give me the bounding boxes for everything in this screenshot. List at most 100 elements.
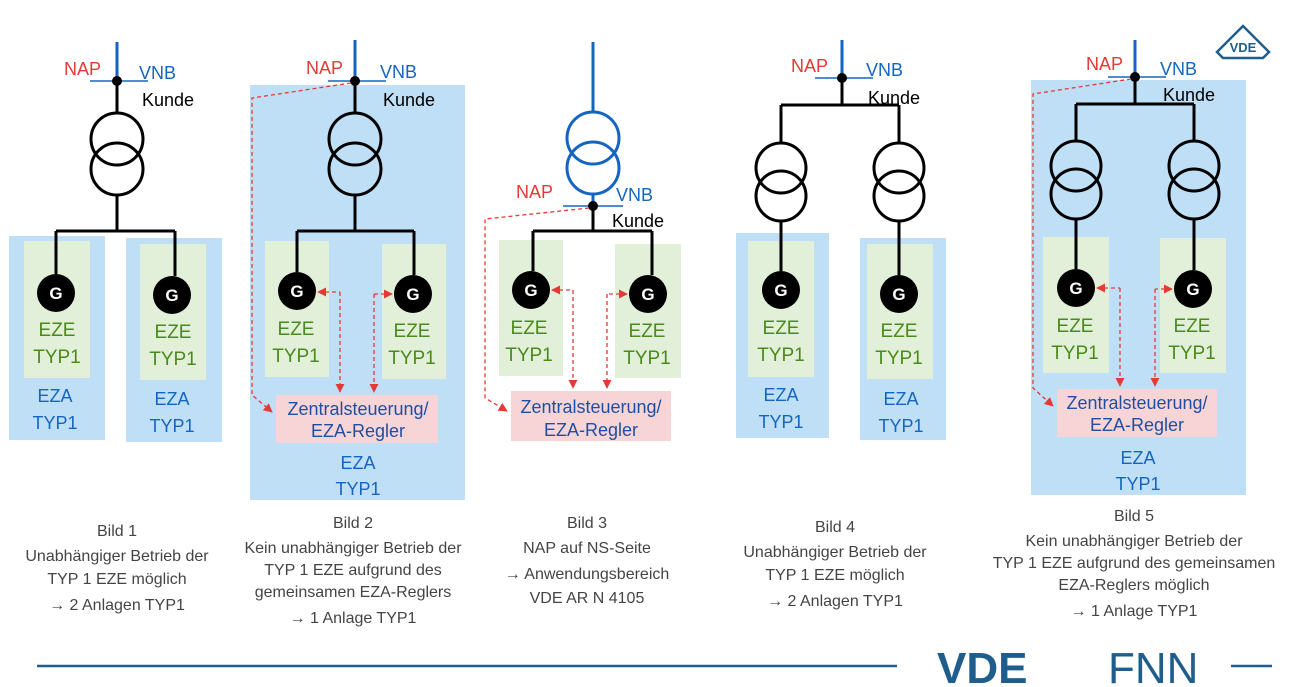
typ1-eza-label-5: TYP1 [1115, 474, 1160, 494]
caption-2: Bild 2 Kein unabhängiger Betrieb der TYP… [244, 515, 462, 627]
eze-label-3b: EZE [629, 321, 666, 342]
generator-5b [1174, 270, 1212, 308]
control-lines-5 [1032, 78, 1173, 407]
generator-3b [629, 275, 667, 313]
generator-2b [394, 275, 432, 313]
eze-label-5a: EZE [1057, 316, 1094, 337]
generator-3b-label: G [641, 285, 654, 304]
footer-brand-bold: VDE [937, 644, 1027, 687]
typ1-label-1b: TYP1 [149, 349, 197, 370]
nap-label-5: NAP [1086, 54, 1123, 74]
eza-label-1a: EZA [37, 386, 72, 406]
caption-4-line-4: → 2 Anlagen TYP1 [767, 593, 903, 610]
caption-1: Bild 1 Unabhängiger Betrieb der TYP 1 EZ… [25, 523, 209, 614]
caption-1-line-4: → 2 Anlagen TYP1 [49, 597, 185, 614]
eze-label-2a: EZE [278, 319, 315, 340]
caption-4: Bild 4 Unabhängiger Betrieb der TYP 1 EZ… [743, 519, 927, 610]
transformer-1 [89, 111, 145, 197]
bild-4-diagram: G G NAP VNB Kunde EZE TYP1 EZE TYP1 EZA … [736, 40, 946, 440]
ctrl-box-2 [276, 395, 438, 443]
caption-5-line-5: → 1 Anlage TYP1 [1071, 603, 1198, 620]
control-lines-2 [251, 82, 393, 413]
typ1-label-5b: TYP1 [1168, 343, 1216, 364]
typ1-label-4a: TYP1 [757, 345, 805, 366]
generator-2b-label: G [406, 285, 419, 304]
typ1-eza-label-2: TYP1 [335, 479, 380, 499]
typ1-eza-label-1a: TYP1 [32, 413, 77, 433]
nap-label-1: NAP [64, 59, 101, 79]
caption-5-line-1: Bild 5 [1114, 508, 1154, 525]
vnb-label-5: VNB [1160, 59, 1197, 79]
eza-label-4b: EZA [883, 389, 918, 409]
caption-2-line-3: TYP 1 EZE aufgrund des [264, 562, 442, 579]
eze-label-1b: EZE [155, 322, 192, 343]
kunde-label-1: Kunde [142, 90, 194, 110]
generator-5b-label: G [1186, 280, 1199, 299]
eze-label-4a: EZE [763, 318, 800, 339]
typ1-label-3b: TYP1 [623, 348, 671, 369]
caption-5-line-2: Kein unabhängiger Betrieb der [1025, 533, 1243, 550]
generator-2a-label: G [290, 282, 303, 301]
bild-5-diagram: G G NAP VNB Kunde EZE TYP1 EZE TYP1 Zent… [1031, 40, 1246, 495]
transformer-3 [565, 110, 621, 196]
kunde-label-5: Kunde [1163, 85, 1215, 105]
ctrl-box-3 [511, 391, 671, 441]
control-lines-3 [484, 207, 628, 412]
typ1-label-4b: TYP1 [875, 348, 923, 369]
typ1-label-3a: TYP1 [505, 345, 553, 366]
caption-4-line-1: Bild 4 [815, 519, 855, 536]
ctrl-label-5-line1: Zentralsteuerung/ [1066, 393, 1207, 413]
ctrl-box-5 [1057, 389, 1217, 437]
vnb-label-3: VNB [616, 185, 653, 205]
typ1-label-5a: TYP1 [1051, 343, 1099, 364]
typ1-label-1a: TYP1 [33, 347, 81, 368]
ctrl-label-2-line2: EZA-Regler [311, 421, 405, 441]
caption-2-line-1: Bild 2 [333, 515, 373, 532]
caption-4-line-2: Unabhängiger Betrieb der [743, 544, 927, 561]
ctrl-label-2-line1: Zentralsteuerung/ [287, 399, 428, 419]
nap-label-3: NAP [516, 182, 553, 202]
ctrl-label-3-line1: Zentralsteuerung/ [520, 397, 661, 417]
generator-2a [278, 272, 316, 310]
vde-seal-text: VDE [1230, 40, 1257, 55]
kunde-label-4: Kunde [868, 88, 920, 108]
bild-2-diagram: G G NAP VNB Kunde EZE TYP1 EZE TYP1 Zent… [250, 40, 465, 500]
typ1-eza-label-1b: TYP1 [149, 416, 194, 436]
caption-5-line-4: EZA-Reglers möglich [1058, 577, 1209, 594]
generator-4a-label: G [774, 281, 787, 300]
generator-4b [880, 275, 918, 313]
caption-1-line-1: Bild 1 [97, 523, 137, 540]
ctrl-label-5-line2: EZA-Regler [1090, 415, 1184, 435]
kunde-label-2: Kunde [383, 90, 435, 110]
generator-1a-label: G [49, 284, 62, 303]
generator-5a [1057, 269, 1095, 307]
bild-1-diagram: G G NAP VNB Kunde EZE TYP1 EZE TYP1 EZA … [9, 42, 222, 442]
eze-label-4b: EZE [881, 321, 918, 342]
nap-label-4: NAP [791, 56, 828, 76]
generator-3a [512, 271, 550, 309]
ctrl-label-3-line2: EZA-Regler [544, 420, 638, 440]
caption-4-line-3: TYP 1 EZE möglich [765, 567, 904, 584]
caption-2-line-4: gemeinsamen EZA-Reglers [255, 584, 452, 601]
caption-3-line-3: → Anwendungsbereich [505, 566, 670, 583]
caption-5: Bild 5 Kein unabhängiger Betrieb der TYP… [993, 508, 1276, 620]
vnb-label-1: VNB [139, 63, 176, 83]
caption-2-line-2: Kein unabhängiger Betrieb der [244, 540, 462, 557]
transformer-4a [754, 141, 808, 223]
typ1-eza-label-4b: TYP1 [878, 416, 923, 436]
vde-seal-logo: VDE [1215, 24, 1271, 60]
caption-1-line-3: TYP 1 EZE möglich [47, 571, 186, 588]
typ1-label-2a: TYP1 [272, 346, 320, 367]
vnb-label-2: VNB [380, 62, 417, 82]
bild-3-diagram: G G NAP VNB Kunde EZE TYP1 EZE TYP1 Zent… [484, 42, 681, 441]
eze-label-1a: EZE [39, 320, 76, 341]
generator-4a [762, 271, 800, 309]
nap-label-2: NAP [306, 58, 343, 78]
eze-label-3a: EZE [511, 318, 548, 339]
footer-brand-light: FNN [1108, 644, 1198, 687]
caption-3-line-1: Bild 3 [567, 515, 607, 532]
generator-1b-label: G [165, 286, 178, 305]
caption-3-line-2: NAP auf NS-Seite [523, 540, 651, 557]
